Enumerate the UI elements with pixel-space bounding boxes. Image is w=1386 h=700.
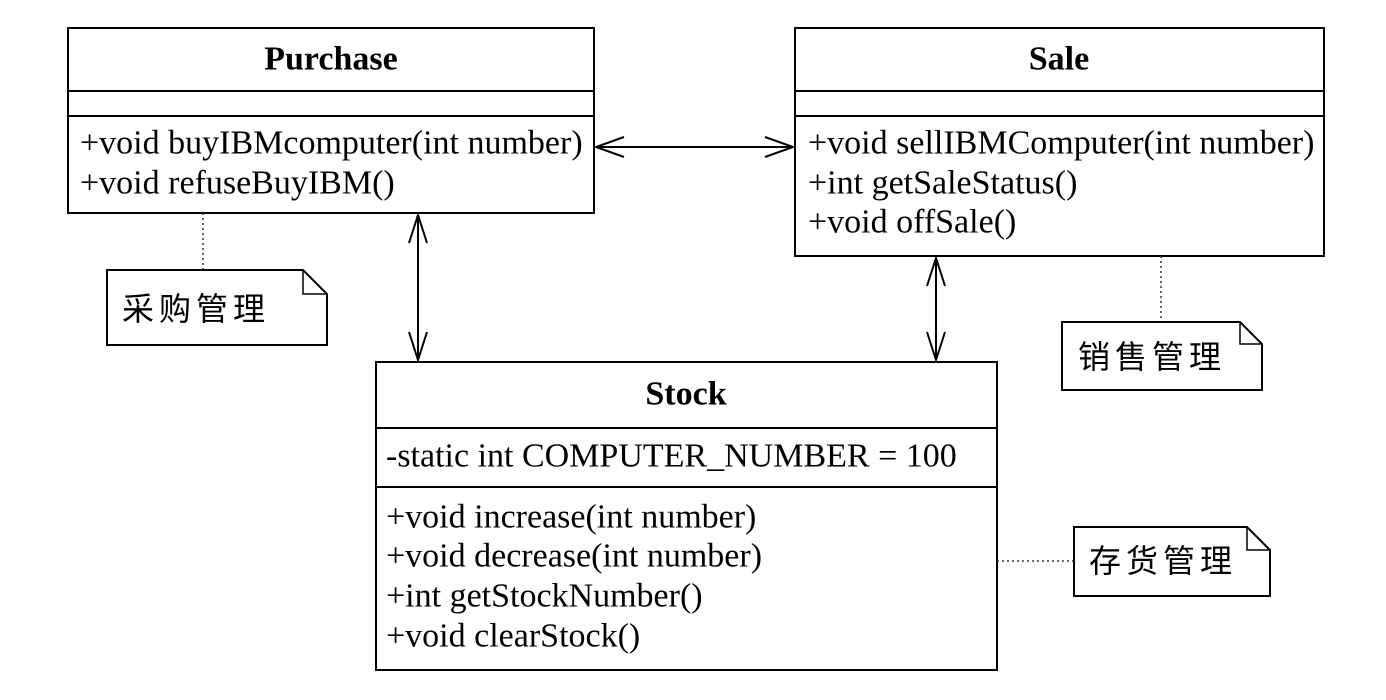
class-purchase-name: Purchase [264, 41, 397, 78]
class-sale: Sale +void sellIBMComputer(int number) +… [794, 27, 1325, 257]
class-stock-operation: +void increase(int number) [386, 499, 756, 536]
note-stock-fold [1246, 527, 1270, 551]
arrowhead-to-sale [926, 254, 946, 287]
note-purchase: 采购管理 [106, 213, 328, 346]
class-stock-name: Stock [645, 376, 726, 413]
note-sale: 销售管理 [1061, 256, 1263, 391]
note-purchase-text: 采购管理 [122, 291, 270, 327]
arrowhead-to-purchase [593, 136, 625, 158]
class-sale-operation: +void offSale() [808, 204, 1016, 241]
association-purchase-stock [408, 211, 428, 364]
class-sale-operation: +void sellIBMComputer(int number) [808, 125, 1314, 162]
class-sale-frame [794, 27, 1325, 257]
arrowhead-to-purchase [408, 211, 428, 244]
class-purchase: Purchase +void buyIBMcomputer(int number… [67, 27, 595, 214]
association-purchase-sale [593, 136, 796, 158]
class-sale-operation: +int getSaleStatus() [808, 165, 1077, 202]
arrowhead-to-stock [408, 331, 428, 364]
note-sale-text: 销售管理 [1078, 339, 1226, 375]
note-purchase-fold [302, 270, 327, 295]
class-sale-name: Sale [1029, 41, 1089, 78]
class-stock-operation: +int getStockNumber() [386, 578, 703, 615]
note-stock: 存货管理 [997, 526, 1271, 597]
class-stock-attribute: -static int COMPUTER_NUMBER = 100 [386, 438, 957, 475]
class-stock-frame [375, 361, 998, 671]
class-stock-operation: +void clearStock() [386, 618, 640, 655]
note-stock-text: 存货管理 [1089, 543, 1237, 579]
class-stock: Stock -static int COMPUTER_NUMBER = 100 … [375, 361, 998, 671]
class-purchase-operation: +void refuseBuyIBM() [80, 165, 395, 202]
class-purchase-frame [67, 27, 595, 214]
note-sale-frame [1061, 321, 1263, 391]
note-stock-frame [1073, 526, 1271, 597]
class-stock-operation: +void decrease(int number) [386, 538, 762, 575]
class-purchase-operation: +void buyIBMcomputer(int number) [80, 125, 583, 162]
association-sale-stock [926, 254, 946, 364]
arrowhead-to-stock [926, 331, 946, 364]
note-purchase-frame [106, 269, 328, 346]
note-sale-fold [1239, 322, 1262, 345]
arrowhead-to-sale [764, 136, 796, 158]
